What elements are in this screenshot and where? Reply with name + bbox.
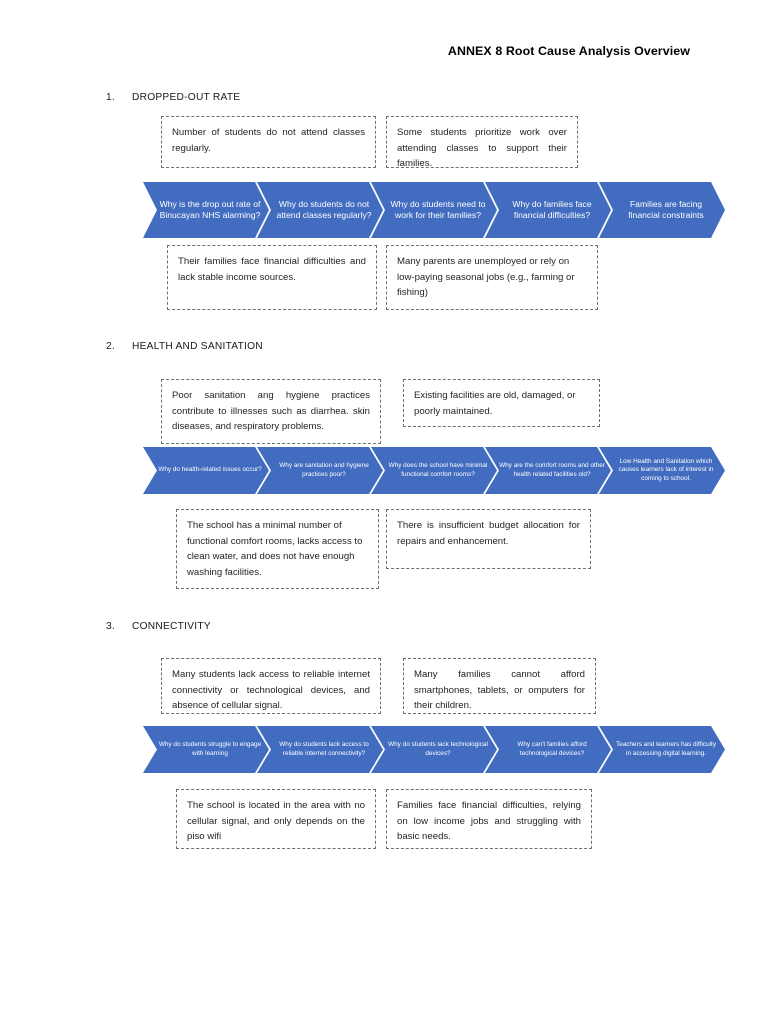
statement-box: Many families cannot afford smartphones,… (403, 658, 596, 714)
chevron-step: Why are sanitation and hygiene practices… (257, 447, 383, 494)
chevron-step: Why do families face financial difficult… (485, 182, 611, 238)
five-whys-chevron-row: Why do health-related issues occur? Why … (143, 447, 695, 494)
statement-box: Families face financial difficulties, re… (386, 789, 592, 849)
statement-box: Their families face financial difficulti… (167, 245, 377, 310)
chevron-step: Why is the drop out rate of Binucayan NH… (143, 182, 269, 238)
chevron-step: Why do students need to work for their f… (371, 182, 497, 238)
statement-box: The school is located in the area with n… (176, 789, 376, 849)
statement-box: Poor sanitation ang hygiene practices co… (161, 379, 381, 444)
statement-box: Number of students do not attend classes… (161, 116, 376, 168)
section-title-3: CONNECTIVITY (132, 621, 211, 632)
section-heading-1: 1. DROPPED-OUT RATE (106, 92, 240, 103)
statement-box: Existing facilities are old, damaged, or… (403, 379, 600, 427)
chevron-step: Why do students struggle to engage with … (143, 726, 269, 773)
statement-box: Some students prioritize work over atten… (386, 116, 578, 169)
statement-box: The school has a minimal number of funct… (176, 509, 379, 589)
chevron-step: Why do students lack technological devic… (371, 726, 497, 773)
five-whys-chevron-row: Why do students struggle to engage with … (143, 726, 695, 773)
section-heading-2: 2. HEALTH AND SANITATION (106, 341, 263, 352)
chevron-step: Why do health-related issues occur? (143, 447, 269, 494)
chevron-step: Why are the comfort rooms and other heal… (485, 447, 611, 494)
statement-box: Many students lack access to reliable in… (161, 658, 381, 714)
page-title: ANNEX 8 Root Cause Analysis Overview (447, 44, 690, 58)
chevron-step: Why does the school have minimal functio… (371, 447, 497, 494)
five-whys-chevron-row: Why is the drop out rate of Binucayan NH… (143, 182, 695, 238)
section-title-2: HEALTH AND SANITATION (132, 341, 263, 352)
chevron-step: Low Health and Sanitation which causes l… (599, 447, 725, 494)
section-number-2: 2. (106, 341, 115, 352)
section-number-3: 3. (106, 621, 115, 632)
chevron-step: Why do students do not attend classes re… (257, 182, 383, 238)
chevron-step: Teachers and learners has difficulty in … (599, 726, 725, 773)
statement-box: Many parents are unemployed or rely on l… (386, 245, 598, 310)
chevron-step: Why do students lack access to reliable … (257, 726, 383, 773)
statement-box: There is insufficient budget allocation … (386, 509, 591, 569)
chevron-step: Why can't families afford technological … (485, 726, 611, 773)
section-number-1: 1. (106, 92, 115, 103)
section-heading-3: 3. CONNECTIVITY (106, 621, 211, 632)
section-title-1: DROPPED-OUT RATE (132, 92, 241, 103)
chevron-step: Families are facing financial constraint… (599, 182, 725, 238)
